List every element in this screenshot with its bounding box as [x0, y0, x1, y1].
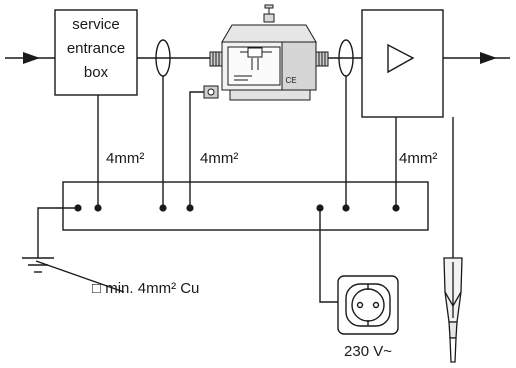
service-box-label-line2: entrance	[67, 40, 125, 57]
bonding-bar	[62, 181, 429, 231]
wire-label-right: 4mm²	[399, 150, 437, 167]
socket-voltage-label: 230 V~	[344, 343, 392, 360]
service-box-label-line3: box	[84, 64, 109, 81]
wire-label-left: 4mm²	[106, 150, 144, 167]
ground-conductor-note: □ min. 4mm² Cu	[92, 280, 199, 297]
service-entrance-box	[54, 9, 138, 96]
amplifier-triangle-icon	[387, 43, 415, 74]
ground-rod-icon	[443, 257, 463, 363]
wire-label-middle: 4mm²	[200, 150, 238, 167]
signal-input-arrow-icon	[23, 52, 40, 64]
wall-socket-icon	[337, 275, 399, 335]
surge-arrester-device	[203, 4, 329, 101]
arrester-ce-mark: CE	[285, 76, 296, 85]
signal-output-arrow-icon	[480, 52, 497, 64]
ground-symbol-icon	[22, 257, 54, 273]
conductors	[35, 76, 454, 303]
service-box-label-line1: service	[72, 16, 120, 33]
terminal-dots	[74, 204, 400, 212]
